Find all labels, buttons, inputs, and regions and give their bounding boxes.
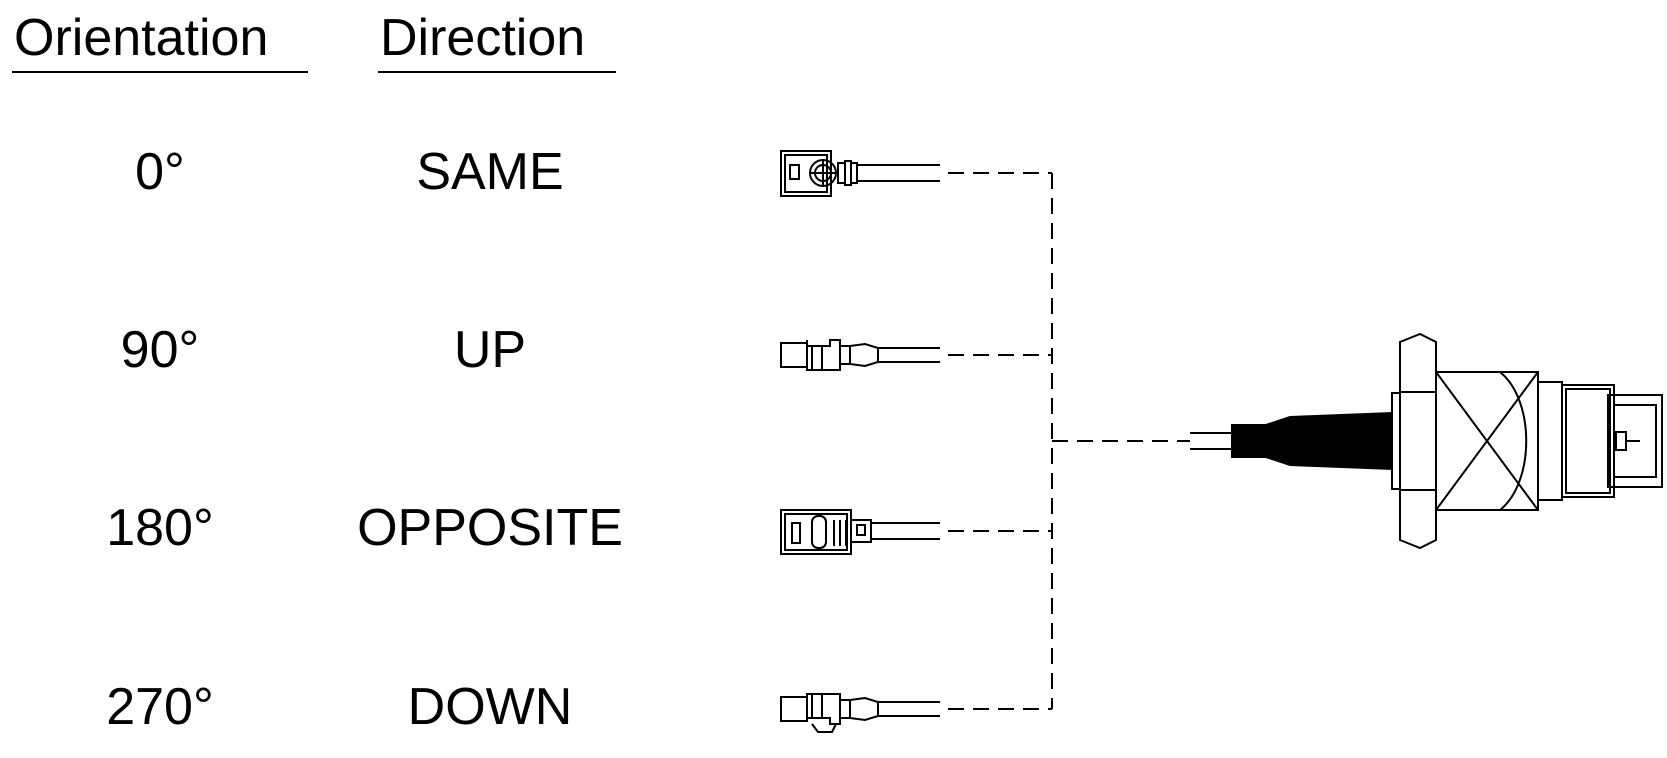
connector-90-up-icon [780,339,940,371]
row-0-direction: SAME [416,143,564,201]
row-3-orientation: 270° [106,678,214,736]
direction-header: Direction [380,9,586,67]
bulkhead-connector-icon [1190,332,1663,550]
connector-180-opposite-icon [780,509,940,555]
row-2-orientation: 180° [106,499,214,557]
orientation-header: Orientation [14,9,269,67]
row-1-direction: UP [453,321,527,379]
direction-header-underline [378,71,616,73]
connector-270-down-icon [780,693,940,733]
row-0-orientation: 0° [135,143,185,201]
row-2-direction: OPPOSITE [357,499,623,557]
dashed-leader-lines [948,172,1190,710]
orientation-header-underline [12,71,308,73]
row-1-orientation: 90° [120,321,200,379]
connector-0-same-icon [780,150,940,197]
row-3-direction: DOWN [407,678,573,736]
